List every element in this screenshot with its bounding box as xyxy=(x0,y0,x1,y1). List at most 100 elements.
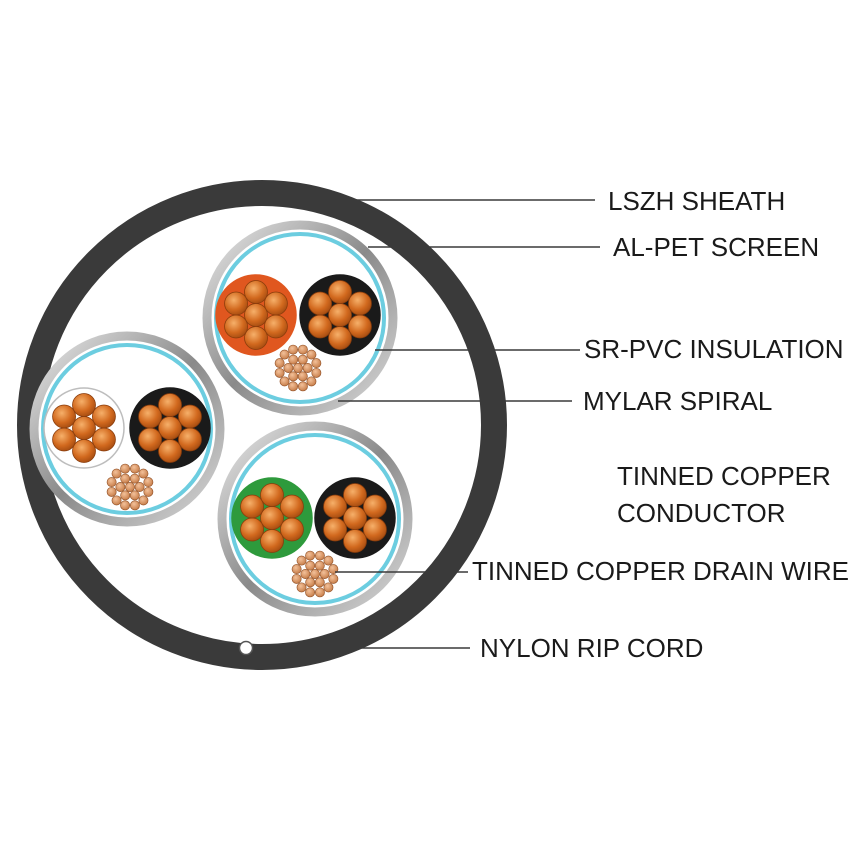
tinned-copper-strand xyxy=(240,494,264,519)
tinned-copper-strand xyxy=(244,326,268,350)
tinned-copper-strand xyxy=(260,483,284,507)
drain-wire-strand xyxy=(111,468,122,479)
tinned-copper-strand xyxy=(260,506,284,530)
tinned-copper-strand xyxy=(343,506,367,530)
label-sr-pvc-insulation: SR-PVC INSULATION xyxy=(584,334,844,364)
tinned-copper-strand xyxy=(348,314,372,339)
label-nylon-rip-cord: NYLON RIP CORD xyxy=(480,633,703,663)
tinned-copper-strand xyxy=(158,393,182,417)
drain-wire-strand xyxy=(134,482,145,492)
drain-wire-strand xyxy=(274,358,285,369)
tinned-copper-strand xyxy=(92,427,116,452)
drain-wire-strand xyxy=(115,482,126,492)
tinned-copper-strand xyxy=(308,291,332,316)
drain-wire-strand xyxy=(288,381,299,392)
drain-wire-strand xyxy=(305,587,316,598)
tinned-copper-strand xyxy=(363,517,387,542)
drain-wire-strand xyxy=(288,344,299,355)
tinned-copper-strand xyxy=(178,427,202,452)
drain-wire-strand xyxy=(138,468,149,479)
drain-wire-strand xyxy=(120,490,131,501)
label-lszh-sheath: LSZH SHEATH xyxy=(608,186,785,216)
pair-left xyxy=(29,331,225,527)
drain-wire-strand xyxy=(314,577,325,588)
drain-wire-strand xyxy=(297,381,308,392)
drain-wire-strand xyxy=(305,550,316,561)
pair-bottom xyxy=(217,421,413,617)
tinned-copper-strand xyxy=(280,517,304,542)
drain-wire-strand xyxy=(297,354,308,365)
drain-wire-strand xyxy=(291,564,302,575)
drain-wire-strand xyxy=(311,358,322,369)
tinned-copper-strand xyxy=(343,483,367,507)
drain-wire-strand xyxy=(296,555,307,566)
drain-wire-strand xyxy=(297,344,308,355)
drain-wire-strand xyxy=(306,349,317,360)
tinned-copper-strand xyxy=(343,529,367,553)
tinned-copper-strand xyxy=(260,529,284,553)
tinned-copper-strand xyxy=(158,416,182,440)
drain-wire-strand xyxy=(310,569,320,579)
tinned-copper-strand xyxy=(323,517,347,542)
drain-wire-strand xyxy=(120,500,131,511)
tinned-copper-strand xyxy=(328,303,352,327)
tinned-copper-strand xyxy=(138,404,162,429)
drain-wire-strand xyxy=(129,463,140,474)
drain-wire-strand xyxy=(143,477,154,488)
tinned-copper-strand xyxy=(244,280,268,304)
drain-wire-strand xyxy=(306,376,317,387)
drain-wire-strand xyxy=(314,550,325,561)
drain-wire-strand xyxy=(288,371,299,382)
tinned-copper-strand xyxy=(138,427,162,452)
drain-wire-strand xyxy=(296,582,307,593)
drain-wire-strand xyxy=(291,573,302,584)
tinned-copper-strand xyxy=(92,404,116,429)
drain-wire-strand xyxy=(279,349,290,360)
drain-wire-strand xyxy=(143,486,154,497)
tinned-copper-strand xyxy=(52,427,76,452)
drain-wire-strand xyxy=(106,486,117,497)
drain-wire-strand xyxy=(314,560,325,571)
drain-wire-strand xyxy=(300,569,311,579)
tinned-copper-strand xyxy=(264,291,288,316)
tinned-copper-strand xyxy=(158,439,182,463)
drain-wire-strand xyxy=(302,363,313,373)
drain-wire-strand xyxy=(305,560,316,571)
drain-wire-strand xyxy=(319,569,330,579)
drain-wire-strand xyxy=(120,473,131,484)
tinned-copper-strand xyxy=(363,494,387,519)
drain-wire-strand xyxy=(323,582,334,593)
label-tinned-copper-conductor-line2: CONDUCTOR xyxy=(617,498,786,528)
pair-top xyxy=(202,220,398,416)
tinned-copper-strand xyxy=(72,393,96,417)
drain-wire-strand xyxy=(274,367,285,378)
drain-wire-strand xyxy=(328,573,339,584)
drain-wire-strand xyxy=(129,490,140,501)
tinned-copper-strand xyxy=(178,404,202,429)
tinned-copper-strand xyxy=(264,314,288,339)
drain-wire-strand xyxy=(311,367,322,378)
tinned-copper-strand xyxy=(328,326,352,350)
label-mylar-spiral: MYLAR SPIRAL xyxy=(583,386,772,416)
label-al-pet-screen: AL-PET SCREEN xyxy=(613,232,819,262)
tinned-copper-strand xyxy=(244,303,268,327)
tinned-copper-strand xyxy=(224,314,248,339)
drain-wire-strand xyxy=(125,482,135,492)
tinned-copper-strand xyxy=(240,517,264,542)
tinned-copper-strand xyxy=(72,416,96,440)
drain-wire-strand xyxy=(288,354,299,365)
tinned-copper-strand xyxy=(323,494,347,519)
drain-wire-strand xyxy=(129,473,140,484)
tinned-copper-strand xyxy=(52,404,76,429)
drain-wire-strand xyxy=(129,500,140,511)
drain-wire-strand xyxy=(111,495,122,506)
drain-wire-strand xyxy=(297,371,308,382)
mylar-spiral-ring xyxy=(41,343,213,515)
drain-wire-strand xyxy=(305,577,316,588)
twisted-pairs xyxy=(29,220,413,617)
drain-wire-strand xyxy=(293,363,303,373)
tinned-copper-strand xyxy=(348,291,372,316)
drain-wire-strand xyxy=(323,555,334,566)
label-tinned-copper-conductor-line1: TINNED COPPER xyxy=(617,461,831,491)
